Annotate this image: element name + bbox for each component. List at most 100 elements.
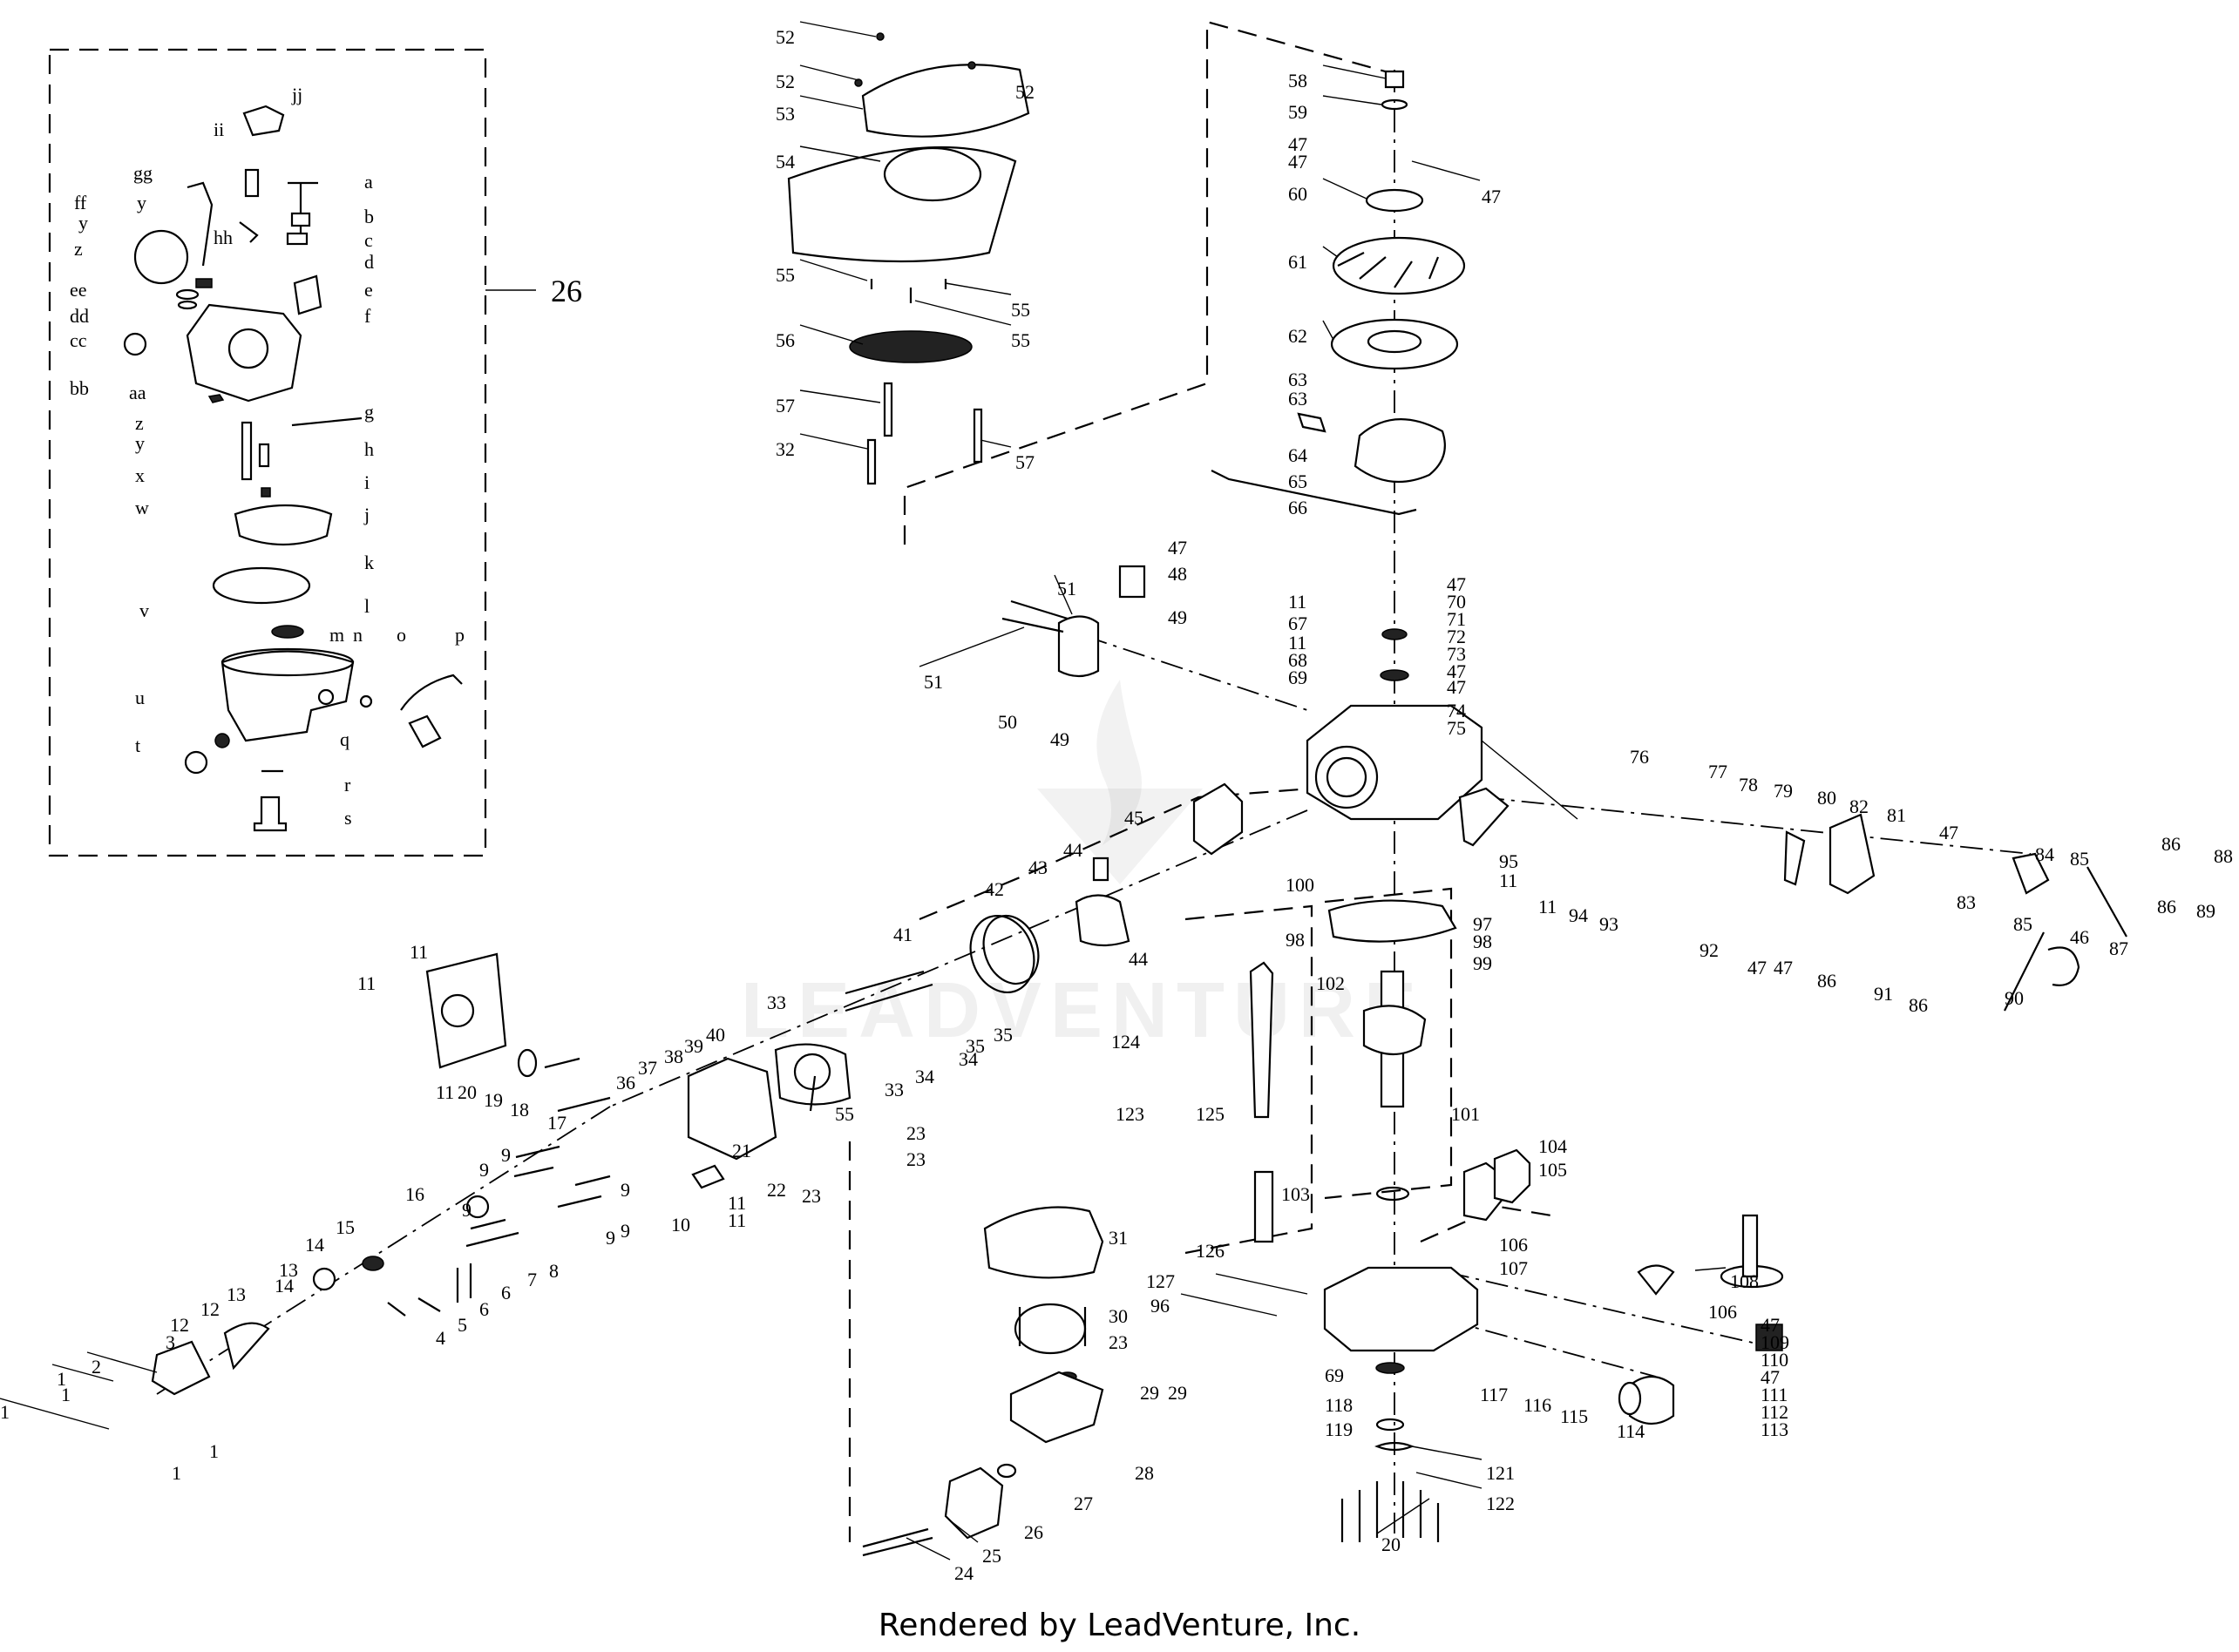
part-label: 99 — [1473, 952, 1492, 974]
part-label: 96 — [1150, 1295, 1170, 1317]
part-label: 12 — [170, 1314, 189, 1336]
part-label: m — [329, 624, 344, 646]
watermark-text: LEADVENTURE — [741, 967, 1425, 1054]
part-label: 80 — [1817, 787, 1836, 809]
part-label: 47 — [1761, 1366, 1780, 1388]
part-label: 95 — [1499, 850, 1518, 872]
part-label: 49 — [1168, 606, 1187, 628]
part-label: 94 — [1569, 904, 1588, 926]
assembly-callout-26: 26 — [551, 274, 582, 308]
part-label: u — [135, 687, 145, 708]
part-label: 113 — [1761, 1418, 1788, 1440]
part-label: 11 — [1288, 591, 1306, 613]
part-label: 11 — [1288, 632, 1306, 653]
part-label: 125 — [1196, 1103, 1225, 1125]
part-label: 51 — [1057, 578, 1076, 599]
part-label: 9 — [479, 1159, 489, 1181]
part-label: 11 — [410, 941, 428, 963]
part-label: 6 — [501, 1282, 511, 1303]
part-label: 79 — [1774, 780, 1793, 802]
part-label: b — [364, 206, 374, 227]
part-label: 47 — [1747, 957, 1767, 978]
part-label: y — [137, 192, 146, 213]
part-label: 12 — [200, 1298, 220, 1320]
part-label: 15 — [336, 1216, 355, 1238]
part-label: 47 — [1447, 660, 1466, 682]
part-label: 5 — [458, 1314, 467, 1336]
part-label: 2 — [92, 1356, 101, 1378]
part-label: 3 — [166, 1331, 175, 1353]
part-label: e — [364, 279, 373, 301]
part-label: 47 — [1447, 573, 1466, 595]
blower-housing-boundary — [903, 20, 1395, 545]
part-label: 110 — [1761, 1349, 1788, 1371]
part-label: 88 — [2214, 845, 2233, 867]
governor-linkage — [1458, 787, 2127, 1012]
part-label: 11 — [1499, 870, 1517, 891]
part-label: ee — [70, 279, 87, 301]
flame-logo-icon — [1096, 680, 1142, 845]
part-label: 75 — [1447, 717, 1466, 739]
part-label: 21 — [732, 1140, 751, 1161]
part-label: 69 — [1288, 667, 1307, 688]
part-label: 47 — [1447, 676, 1466, 698]
part-label: 14 — [305, 1234, 324, 1256]
part-label: k — [364, 552, 374, 573]
part-label: 93 — [1599, 913, 1618, 935]
part-label: f — [364, 305, 371, 327]
carburetor-parts — [123, 105, 463, 832]
part-label: 57 — [1015, 451, 1035, 473]
part-label: 72 — [1447, 626, 1466, 647]
part-label: jj — [291, 84, 302, 105]
part-label: 16 — [405, 1183, 424, 1205]
part-label: 92 — [1700, 939, 1719, 961]
part-label: 35 — [994, 1024, 1013, 1046]
part-label: 108 — [1730, 1270, 1759, 1292]
part-label: 98 — [1473, 931, 1492, 952]
part-label: 101 — [1451, 1103, 1480, 1125]
part-label: w — [135, 497, 149, 518]
part-label: z — [74, 238, 83, 260]
part-label: 11 — [1538, 896, 1557, 917]
part-label: r — [344, 774, 351, 796]
part-label: aa — [129, 382, 146, 403]
part-label: s — [344, 807, 352, 829]
part-label: 111 — [1761, 1384, 1788, 1405]
part-label: 11 — [728, 1192, 746, 1214]
part-label: 82 — [1849, 796, 1869, 817]
part-label: p — [455, 624, 465, 646]
part-label: 9 — [606, 1227, 615, 1249]
part-label: 97 — [1473, 913, 1492, 935]
part-label: 117 — [1480, 1384, 1508, 1405]
part-label: 54 — [776, 151, 795, 173]
part-label: 61 — [1288, 251, 1307, 273]
part-label: 119 — [1325, 1418, 1353, 1440]
dipstick-group-boundary — [1184, 904, 1313, 1255]
part-label: c — [364, 229, 373, 251]
part-label: 30 — [1109, 1305, 1128, 1327]
part-label: 47 — [1288, 151, 1307, 173]
part-label: 63 — [1288, 369, 1307, 390]
part-label: 31 — [1109, 1227, 1128, 1249]
part-label: 55 — [1011, 299, 1030, 321]
part-label: 47 — [1288, 133, 1307, 155]
part-label: 9 — [501, 1144, 511, 1166]
part-label: 23 — [906, 1122, 926, 1144]
part-label: 121 — [1486, 1462, 1515, 1484]
part-label: 55 — [1011, 329, 1030, 351]
part-label: 55 — [835, 1103, 854, 1125]
part-label: 126 — [1196, 1240, 1225, 1262]
part-label: 33 — [767, 992, 786, 1013]
part-label: 90 — [2005, 987, 2024, 1009]
part-label: 14 — [275, 1275, 294, 1297]
part-label: 32 — [776, 438, 795, 460]
part-label: 43 — [1028, 856, 1048, 878]
part-label: 39 — [684, 1035, 703, 1057]
part-label: 13 — [227, 1283, 246, 1305]
air-filter-parts — [862, 1206, 1104, 1557]
part-label: 106 — [1708, 1301, 1737, 1323]
part-label: 18 — [510, 1099, 529, 1121]
part-label: 73 — [1447, 643, 1466, 665]
part-label: 100 — [1286, 874, 1314, 896]
part-label: 40 — [706, 1024, 725, 1046]
